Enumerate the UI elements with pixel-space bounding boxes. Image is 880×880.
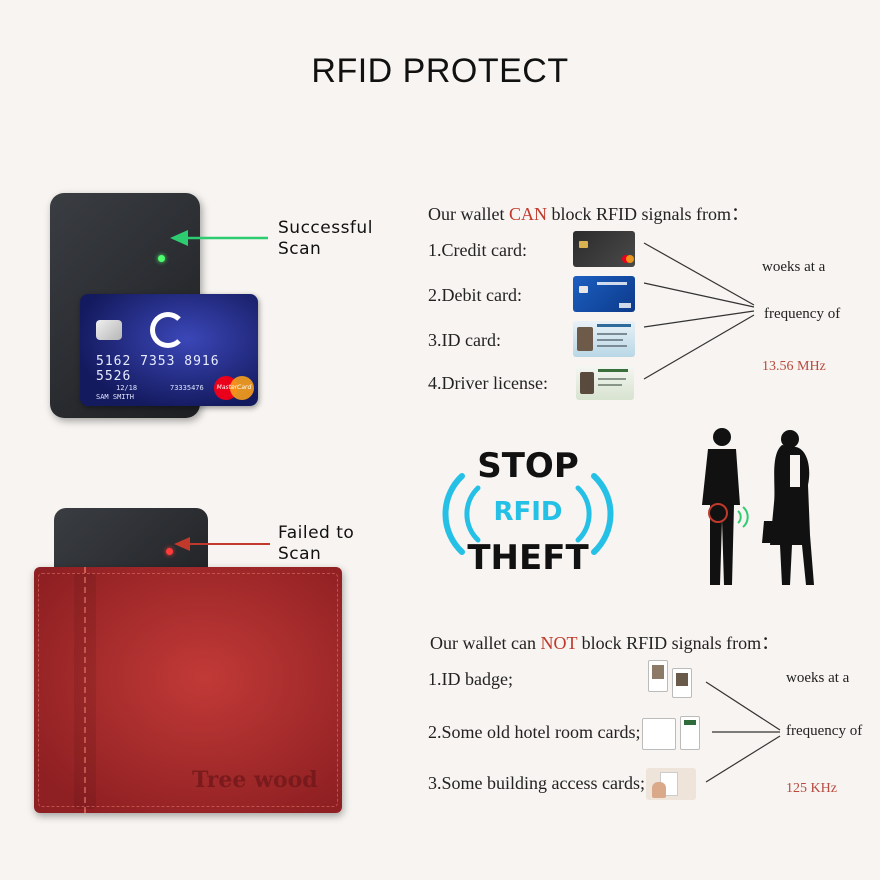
cannot-side-line2: frequency of [786, 723, 863, 739]
rfid-theft-silhouette-icon [702, 428, 814, 585]
mastercard-text: MasterCard [216, 384, 252, 391]
can-item-credit: 1.Credit card: [428, 240, 527, 260]
failed-scan-label: Failed to Scan [278, 523, 354, 565]
cannot-connector-lines [705, 681, 781, 783]
cannot-item-building: 3.Some building access cards; [428, 773, 645, 793]
cannot-frequency: 125 KHz [786, 781, 837, 796]
scanner-led-red [166, 548, 173, 555]
stop-text: STOP [477, 446, 579, 486]
arrow-left-green-icon [170, 230, 268, 246]
arrow-left-red-icon [174, 537, 270, 551]
license-thumb [576, 366, 634, 400]
can-heading-post: block RFID signals from： [547, 204, 750, 224]
credit-card: 5162 7353 8916 5526 12/18 73335476 SAM S… [80, 294, 258, 406]
rfid-text: RFID [493, 497, 563, 527]
wallet-strap [74, 573, 96, 809]
card-member: 73335476 [170, 384, 204, 392]
wallet-stitch-left [84, 567, 94, 813]
id-badge-thumb [648, 660, 696, 700]
failed-line2: Scan [278, 544, 322, 564]
debit-card-thumb [573, 276, 635, 312]
cannot-heading-highlight: NOT [540, 633, 578, 653]
credit-card-thumb [573, 231, 635, 267]
can-item-license: 4.Driver license: [428, 373, 548, 393]
cannot-side-line1: woeks at a [786, 670, 850, 686]
cannot-item-hotel: 2.Some old hotel room cards; [428, 722, 641, 742]
success-line1: Successful [278, 218, 373, 238]
can-item-id: 3.ID card: [428, 330, 501, 350]
success-scan-label: Successful Scan [278, 218, 373, 260]
can-item-debit: 2.Debit card: [428, 285, 522, 305]
card-chip [96, 320, 122, 340]
can-block-heading: Our wallet CAN block RFID signals from： [428, 200, 749, 226]
can-side-line1: woeks at a [762, 259, 826, 275]
can-connector-lines [643, 242, 755, 380]
theft-text: THEFT [467, 538, 589, 578]
wallet-brand: Tree wood [192, 767, 318, 793]
scanner-led-green [158, 255, 165, 262]
card-expires: 12/18 [116, 384, 138, 392]
hotel-card-thumb [642, 716, 700, 752]
can-heading-pre: Our wallet [428, 204, 509, 224]
card-holder: SAM SMITH [96, 393, 134, 401]
leather-wallet: Tree wood [34, 567, 342, 813]
success-line2: Scan [278, 239, 322, 259]
can-frequency: 13.56 MHz [762, 359, 826, 374]
page-title: RFID PROTECT [311, 52, 569, 90]
wallet-stitch-top [38, 573, 338, 807]
card-logo [150, 312, 186, 348]
can-heading-highlight: CAN [508, 204, 547, 224]
failed-line1: Failed to [278, 523, 355, 543]
cannot-item-badge: 1.ID badge; [428, 669, 513, 689]
access-card-thumb [646, 768, 696, 800]
mastercard-logo: MasterCard [214, 376, 254, 400]
can-side-line2: frequency of [764, 306, 841, 322]
cannot-block-heading: Our wallet can NOT block RFID signals fr… [430, 629, 779, 655]
rfid-waves-icon [442, 473, 614, 555]
cannot-heading-post: block RFID signals from： [577, 633, 780, 653]
cannot-heading-pre: Our wallet can [430, 633, 541, 653]
id-card-thumb [573, 321, 635, 357]
card-number: 5162 7353 8916 5526 [96, 354, 220, 384]
